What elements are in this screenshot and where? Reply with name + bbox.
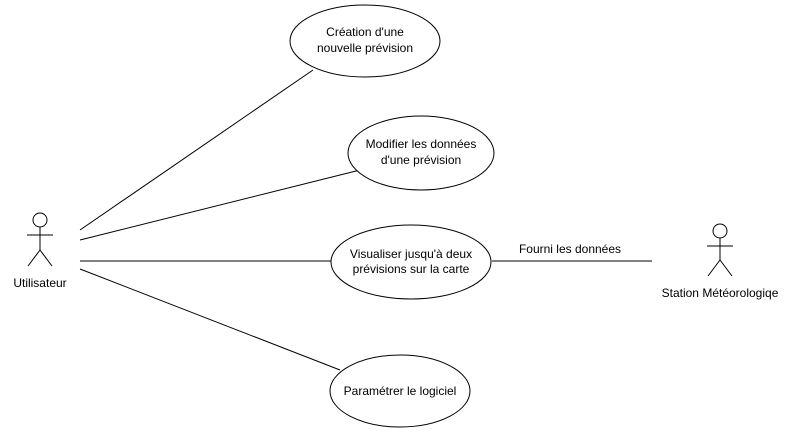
use-case-creation[interactable]: Création d'une nouvelle prévision: [289, 4, 441, 78]
associations: [79, 69, 652, 371]
use-case-ellipse: [347, 115, 495, 191]
stick-figure-icon: [707, 223, 733, 277]
association-user-creation[interactable]: [79, 69, 314, 231]
use-case-modify-line1: Modifier les données: [366, 137, 477, 151]
use-case-creation-line1: Création d'une: [326, 25, 404, 39]
association-user-settings[interactable]: [79, 268, 341, 371]
use-case-visualize-line1: Visualiser jusqu'à deux: [350, 247, 472, 261]
use-case-ellipse: [330, 224, 492, 300]
actor-label-station: Station Météorologiqe: [662, 286, 779, 300]
use-case-modify-line2: d'une prévision: [381, 153, 461, 167]
use-case-ellipse: [289, 4, 441, 78]
use-case-settings-line1: Paramétrer le logiciel: [344, 384, 457, 398]
use-case-settings[interactable]: Paramétrer le logiciel: [329, 354, 471, 428]
association-label-fourni: Fourni les données: [519, 242, 621, 256]
use-case-ellipse: [329, 354, 471, 428]
use-case-visualize[interactable]: Visualiser jusqu'à deux prévisions sur l…: [330, 224, 492, 300]
actor-utilisateur[interactable]: Utilisateur: [13, 212, 67, 290]
actor-station-meteorologique[interactable]: Station Météorologiqe: [662, 223, 779, 300]
association-user-modify[interactable]: [79, 169, 361, 241]
stick-figure-icon: [27, 212, 53, 267]
use-case-creation-line2: nouvelle prévision: [317, 41, 413, 55]
use-case-visualize-line2: prévisions sur la carte: [353, 262, 470, 276]
use-case-modify[interactable]: Modifier les données d'une prévision: [347, 115, 495, 191]
actor-label-utilisateur: Utilisateur: [13, 276, 66, 290]
